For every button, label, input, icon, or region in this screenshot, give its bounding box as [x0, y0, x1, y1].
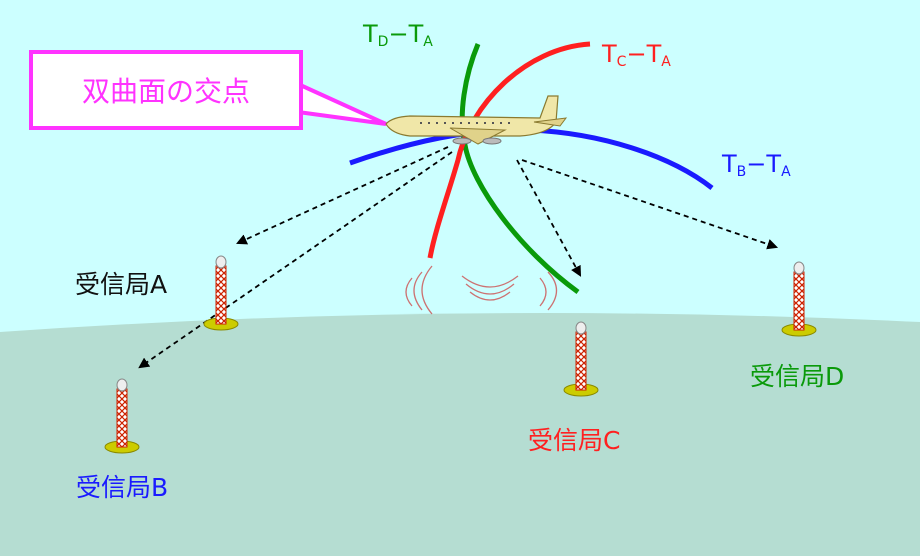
station-c-label: 受信局C	[528, 426, 621, 455]
arrow-to-station-b	[138, 151, 453, 369]
arrow-to-station-c	[516, 159, 582, 277]
signal-arrows	[138, 146, 779, 369]
station-b-label: 受信局B	[76, 473, 169, 502]
airplane-icon	[385, 95, 568, 145]
label-tb-ta: TB−TA	[722, 150, 791, 180]
station-d-label: 受信局D	[750, 362, 845, 391]
curve-td-ta	[459, 43, 580, 295]
label-tc-ta: TC−TA	[602, 40, 671, 70]
intersection-callout: 双曲面の交点	[29, 50, 303, 130]
label-td-ta: TD−TA	[363, 20, 433, 50]
ground	[0, 313, 920, 556]
curve-tc-ta	[427, 41, 591, 259]
radio-waves	[405, 265, 558, 315]
station-a-label: 受信局A	[75, 270, 168, 299]
arrow-to-station-a	[236, 146, 449, 245]
